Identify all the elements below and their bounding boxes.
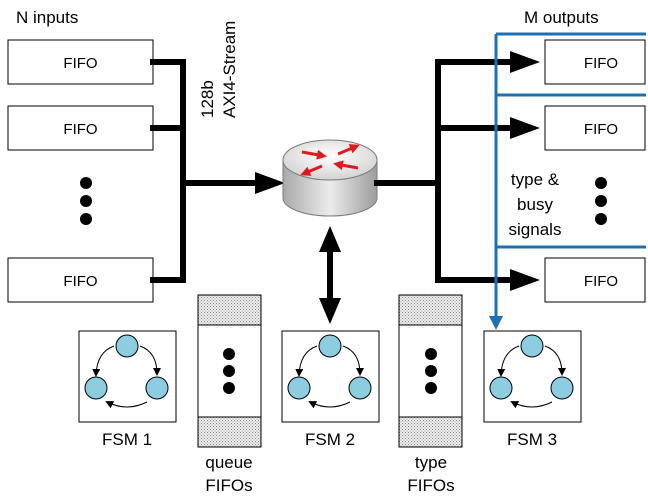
queue-fifos-label-1: queue	[205, 453, 252, 472]
queue-fifos	[197, 294, 262, 448]
outputs-heading: M outputs	[524, 8, 599, 27]
input-bus	[150, 59, 186, 283]
output-fifo-m: FIFO	[544, 257, 646, 303]
type-fifos-label-1: type	[415, 453, 447, 472]
status-signal-lines	[494, 32, 646, 318]
input-fifo-label: FIFO	[63, 121, 97, 138]
router-fsm2-link	[319, 226, 341, 324]
inputs-heading: N inputs	[16, 8, 78, 27]
input-bus-arrowhead	[255, 172, 285, 194]
bus-protocol-label: AXI4-Stream	[220, 21, 239, 118]
type-fifos-label-2: FIFOs	[407, 476, 454, 495]
output-fifo-label: FIFO	[584, 55, 618, 72]
type-fifos	[398, 294, 463, 448]
input-fifo-label: FIFO	[63, 273, 97, 290]
output-fifo-2: FIFO	[544, 105, 646, 151]
signal-note: type & busy signals	[509, 170, 562, 239]
output-fifo-1: FIFO	[544, 39, 646, 85]
fsm-1-label: FSM 1	[102, 430, 152, 449]
fsm-box-2	[281, 330, 380, 423]
output-fifo-label: FIFO	[584, 273, 618, 290]
input-ellipsis-dots	[80, 177, 92, 225]
signal-note-line-3: signals	[509, 220, 562, 239]
input-fifo-label: FIFO	[63, 55, 97, 72]
queue-fifos-label-2: FIFOs	[205, 476, 252, 495]
signal-arrowhead	[489, 316, 503, 330]
input-fifo-1: FIFO	[7, 39, 154, 85]
signal-note-line-1: type &	[511, 170, 560, 189]
input-fifo-n: FIFO	[7, 257, 154, 303]
router-icon	[282, 139, 378, 217]
output-ellipsis-dots	[595, 177, 607, 225]
router-arrows	[300, 144, 360, 176]
fsm-box-3	[483, 330, 582, 423]
output-bus	[374, 59, 515, 283]
fsm-2-label: FSM 2	[305, 430, 355, 449]
output-arrowhead-1	[510, 51, 540, 73]
fsm-box-1	[78, 330, 177, 423]
bus-width-label: 128b	[198, 80, 217, 118]
output-arrowhead-2	[510, 117, 540, 139]
output-arrowhead-m	[510, 269, 540, 291]
input-fifo-2: FIFO	[7, 105, 154, 151]
output-fifo-label: FIFO	[584, 121, 618, 138]
fsm-3-label: FSM 3	[507, 430, 557, 449]
signal-note-line-2: busy	[517, 195, 553, 214]
